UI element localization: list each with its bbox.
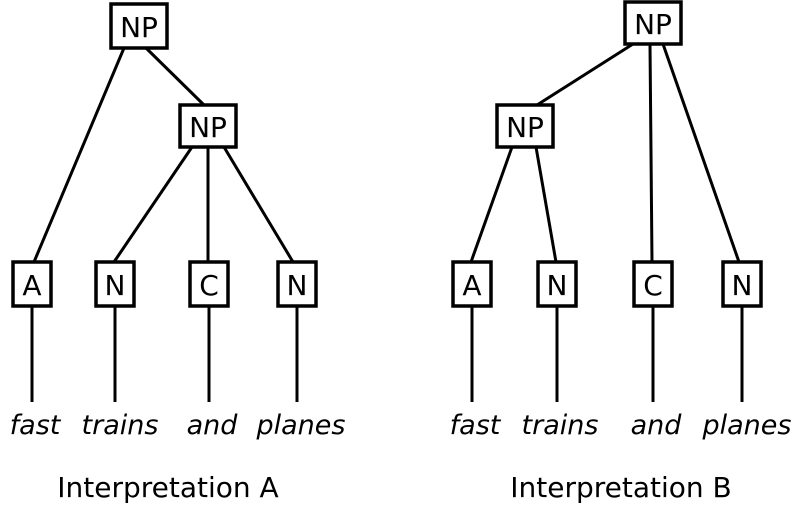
tree-b-inner-box xyxy=(495,103,555,149)
tree-b-leaf-label-n1: N xyxy=(547,269,568,302)
tree-a-word-fast: fast xyxy=(10,410,62,441)
tree-a-caption: Interpretation A xyxy=(57,471,278,504)
tree-a-edge-root-to-a xyxy=(32,47,126,263)
tree-a-leaf-box-a xyxy=(11,260,53,308)
tree-a-inner-box xyxy=(178,103,238,149)
tree-b-leaf-label-c: C xyxy=(643,269,663,302)
tree-a-leaf-label-a: A xyxy=(22,269,41,302)
tree-a-leaf-label-c: C xyxy=(199,269,219,302)
tree-b-leaf-box-a xyxy=(451,260,493,308)
tree-a-leaf-box-c xyxy=(188,260,230,308)
tree-a-leaf-label-n1: N xyxy=(105,269,126,302)
tree-b-edge-root-to-n2 xyxy=(661,43,741,263)
tree-b-word-trains: trains xyxy=(522,410,599,441)
tree-a-leaf-box-n1 xyxy=(94,260,136,308)
tree-a-leaf-box-n2 xyxy=(276,260,318,308)
tree-b-inner-label: NP xyxy=(506,111,544,144)
tree-b-root-label: NP xyxy=(634,8,672,41)
tree-b-leaf-label-n2: N xyxy=(732,269,753,302)
tree-a-edge-inner-to-n2 xyxy=(222,146,295,263)
tree-a-word-planes: planes xyxy=(256,410,346,441)
tree-b-word-and: and xyxy=(631,410,683,441)
tree-b: NP NP A N C N fast trains and planes Int… xyxy=(450,0,792,504)
tree-b-leaf-label-a: A xyxy=(462,269,481,302)
tree-a-edge-inner-to-n1 xyxy=(112,146,194,263)
tree-a-word-trains: trains xyxy=(82,410,159,441)
tree-a-edge-root-to-inner xyxy=(144,46,206,107)
tree-a-inner-label: NP xyxy=(189,111,227,144)
tree-a-leaf-label-n2: N xyxy=(287,269,308,302)
tree-b-edge-root-to-inner xyxy=(536,42,634,107)
tree-b-edge-root-to-c xyxy=(648,43,654,263)
tree-b-word-planes: planes xyxy=(702,410,792,441)
tree-b-caption: Interpretation B xyxy=(510,471,732,504)
tree-b-edge-inner-to-a xyxy=(469,146,514,263)
tree-a-word-and: and xyxy=(187,410,239,441)
tree-a: NP NP A N C N fast trains and planes Int… xyxy=(10,2,346,504)
tree-b-root-box xyxy=(623,0,683,46)
tree-b-leaf-box-n1 xyxy=(536,260,578,308)
tree-a-root-box xyxy=(109,2,169,50)
tree-b-edge-inner-to-n1 xyxy=(534,146,558,263)
tree-b-leaf-box-n2 xyxy=(721,260,763,308)
tree-b-word-fast: fast xyxy=(450,410,502,441)
tree-a-root-label: NP xyxy=(120,11,158,44)
tree-b-leaf-box-c xyxy=(632,260,674,308)
